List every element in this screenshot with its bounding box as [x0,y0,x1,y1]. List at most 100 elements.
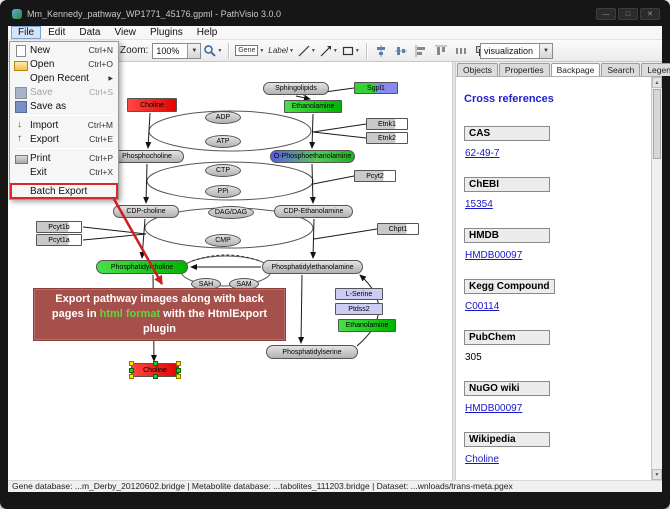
pathway-edge [191,254,261,262]
node-sgpl1[interactable]: Sgpl1 [354,82,398,94]
selection-handle[interactable] [176,374,181,379]
node-adp[interactable]: ADP [205,111,241,124]
align-center-horizontal-button[interactable] [372,42,390,60]
file-menu-item-save-as[interactable]: Save as [11,99,117,113]
panel-splitter[interactable] [452,62,456,480]
menu-separator [13,148,115,149]
graphical-line-tool-button[interactable]: ▼ [319,42,339,60]
selection-handle[interactable] [153,374,158,379]
shape-tool-button[interactable]: ▼ [341,42,361,60]
node-o-phosphoethanolamine[interactable]: O-Phosphoethanolamine [270,150,355,163]
visualization-value: visualization [484,46,534,56]
node-atp[interactable]: ATP [205,135,241,148]
xref-link[interactable]: Choline [465,454,499,465]
pathway-canvas[interactable]: Export pathway images along with back pa… [8,62,452,480]
xref-link[interactable]: C00114 [465,301,500,312]
window-controls: — □ ✕ [596,8,660,20]
selection-handle[interactable] [129,368,134,373]
export-icon [13,133,27,145]
tab-properties[interactable]: Properties [498,63,550,76]
pathway-edge [312,123,367,133]
minimize-button[interactable]: — [596,8,616,20]
gene-tool-button[interactable]: Gene ▼ [234,42,265,60]
node-phosphatidylethanolamine[interactable]: Phosphatidylethanolamine [262,260,363,274]
node-sphingolipids[interactable]: Sphingolipids [263,82,329,95]
node-pcyt1b[interactable]: Pcyt1b [36,221,82,233]
node-pcyt2[interactable]: Pcyt2 [354,170,396,182]
scroll-up-icon[interactable]: ▲ [652,77,662,88]
combo-arrow-icon[interactable]: ▼ [187,43,201,58]
distribute-horizontal-button[interactable] [452,42,470,60]
node-dag[interactable]: DAG/DAG [208,206,254,219]
menu-shortcut-label: Ctrl+S [89,87,113,97]
xref-link[interactable]: 15354 [465,199,493,210]
scrollbar-thumb[interactable] [653,89,661,159]
node-sam[interactable]: SAM [229,278,259,290]
node-phosphatidylcholine[interactable]: Phosphatidylcholine [96,260,188,274]
node-cdp-choline[interactable]: CDP-choline [113,205,179,218]
sidebar-panel: ObjectsPropertiesBackpageSearchLegend Cr… [456,62,670,480]
line-tool-button[interactable]: ▼ [297,42,317,60]
node-label: ADP [215,114,231,121]
node-ppi[interactable]: PPi [205,185,241,198]
node-ptdss2[interactable]: Ptdss2 [335,303,383,315]
pathway-edge [310,218,317,259]
menu-view[interactable]: View [114,27,136,38]
tab-legend[interactable]: Legend [641,63,670,76]
maximize-button[interactable]: □ [618,8,638,20]
node-choline-top[interactable]: Choline [127,98,177,112]
zoom-tool-button[interactable]: ▼ [202,42,223,60]
open-folder-icon [13,59,28,71]
selection-handle[interactable] [176,368,181,373]
node-label: Sphingolipids [275,85,317,92]
node-l-serine[interactable]: L-Serine [335,288,383,300]
node-ctp[interactable]: CTP [205,164,241,177]
xref-link[interactable]: HMDB00097 [465,403,523,414]
tab-objects[interactable]: Objects [457,63,498,76]
menu-data[interactable]: Data [79,27,101,38]
xref-link[interactable]: HMDB00097 [465,250,523,261]
scroll-down-icon[interactable]: ▼ [652,469,662,480]
node-chpt1[interactable]: Chpt1 [377,223,419,235]
node-phosphatidylserine[interactable]: Phosphatidylserine [266,345,358,359]
node-phosphocholine[interactable]: Phosphocholine [110,150,184,163]
menu-file[interactable]: File [11,26,42,39]
selection-handle[interactable] [153,361,158,366]
close-button[interactable]: ✕ [640,8,660,20]
node-cdp-ethanolamine[interactable]: CDP-Ethanolamine [274,205,353,218]
node-etnk2[interactable]: Etnk2 [366,132,408,144]
selection-handle[interactable] [176,361,181,366]
node-etnk1[interactable]: Etnk1 [366,118,408,130]
node-ethanolamine-right[interactable]: Ethanolamine [338,319,396,332]
menu-edit[interactable]: Edit [48,27,66,38]
menu-plugins[interactable]: Plugins [149,27,183,38]
menu-help[interactable]: Help [196,27,218,38]
node-pcyt1a[interactable]: Pcyt1a [36,234,82,246]
node-ethanolamine-top[interactable]: Ethanolamine [284,100,342,113]
combo-arrow-icon[interactable]: ▼ [539,44,552,58]
visualization-combo[interactable]: visualization ▼ [480,43,553,59]
file-menu-item-open-recent[interactable]: Open Recent▶ [11,71,117,85]
xref-link[interactable]: 62-49-7 [465,148,500,159]
sidebar-scrollbar[interactable]: ▲ ▼ [651,77,662,480]
selection-handle[interactable] [129,374,134,379]
align-top-button[interactable] [432,42,450,60]
file-menu-item-batch-export[interactable]: Batch Export [10,183,118,199]
tab-backpage[interactable]: Backpage [550,63,601,76]
zoom-combo[interactable]: 100% ▼ [152,42,202,59]
align-left-button[interactable] [412,42,430,60]
selection-handle[interactable] [129,361,134,366]
submenu-arrow-icon: ▶ [108,75,113,82]
label-tool-button[interactable]: Label ▼ [267,42,295,60]
tab-search[interactable]: Search [601,63,641,76]
align-center-vertical-button[interactable] [392,42,410,60]
node-cmp[interactable]: CMP [205,234,241,247]
